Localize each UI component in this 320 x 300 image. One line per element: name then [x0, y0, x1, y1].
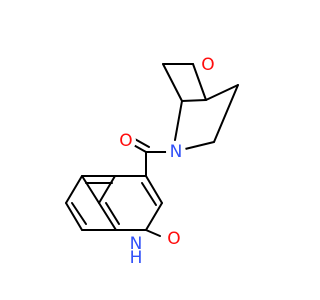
- bond: [145, 175, 163, 204]
- bond: [162, 63, 183, 102]
- atom-labels: O O N N H O: [119, 55, 214, 268]
- bond: [192, 63, 207, 101]
- carbonyl-oxygen-label: O: [119, 131, 132, 151]
- bonds: [65, 63, 239, 237]
- quinolone-nh-hydrogen-label: H: [130, 248, 143, 268]
- bicyclic-nitrogen-label: N: [170, 142, 183, 162]
- mask: [116, 131, 136, 151]
- mask: [198, 55, 218, 75]
- bond: [81, 175, 100, 204]
- bond: [141, 182, 157, 206]
- ether-oxygen-label: O: [201, 55, 214, 75]
- bond: [98, 175, 116, 204]
- bond: [174, 100, 183, 141]
- atom-masks: [116, 55, 218, 254]
- bond: [213, 84, 239, 143]
- molecule-structure-diagram: O O N N H O: [65, 55, 239, 268]
- bond: [181, 99, 207, 102]
- bond: [65, 175, 83, 204]
- bond: [180, 141, 215, 151]
- bond: [65, 202, 83, 231]
- bond: [145, 202, 163, 231]
- bond: [105, 202, 120, 225]
- bond: [98, 202, 117, 231]
- bond: [71, 202, 87, 225]
- mask: [125, 232, 147, 254]
- hydroxy-oxygen-label: O: [167, 229, 180, 249]
- mask: [163, 229, 183, 249]
- bond: [205, 84, 239, 101]
- bond: [145, 229, 161, 237]
- mask: [166, 142, 186, 162]
- quinolone-nitrogen-label: N: [130, 234, 143, 254]
